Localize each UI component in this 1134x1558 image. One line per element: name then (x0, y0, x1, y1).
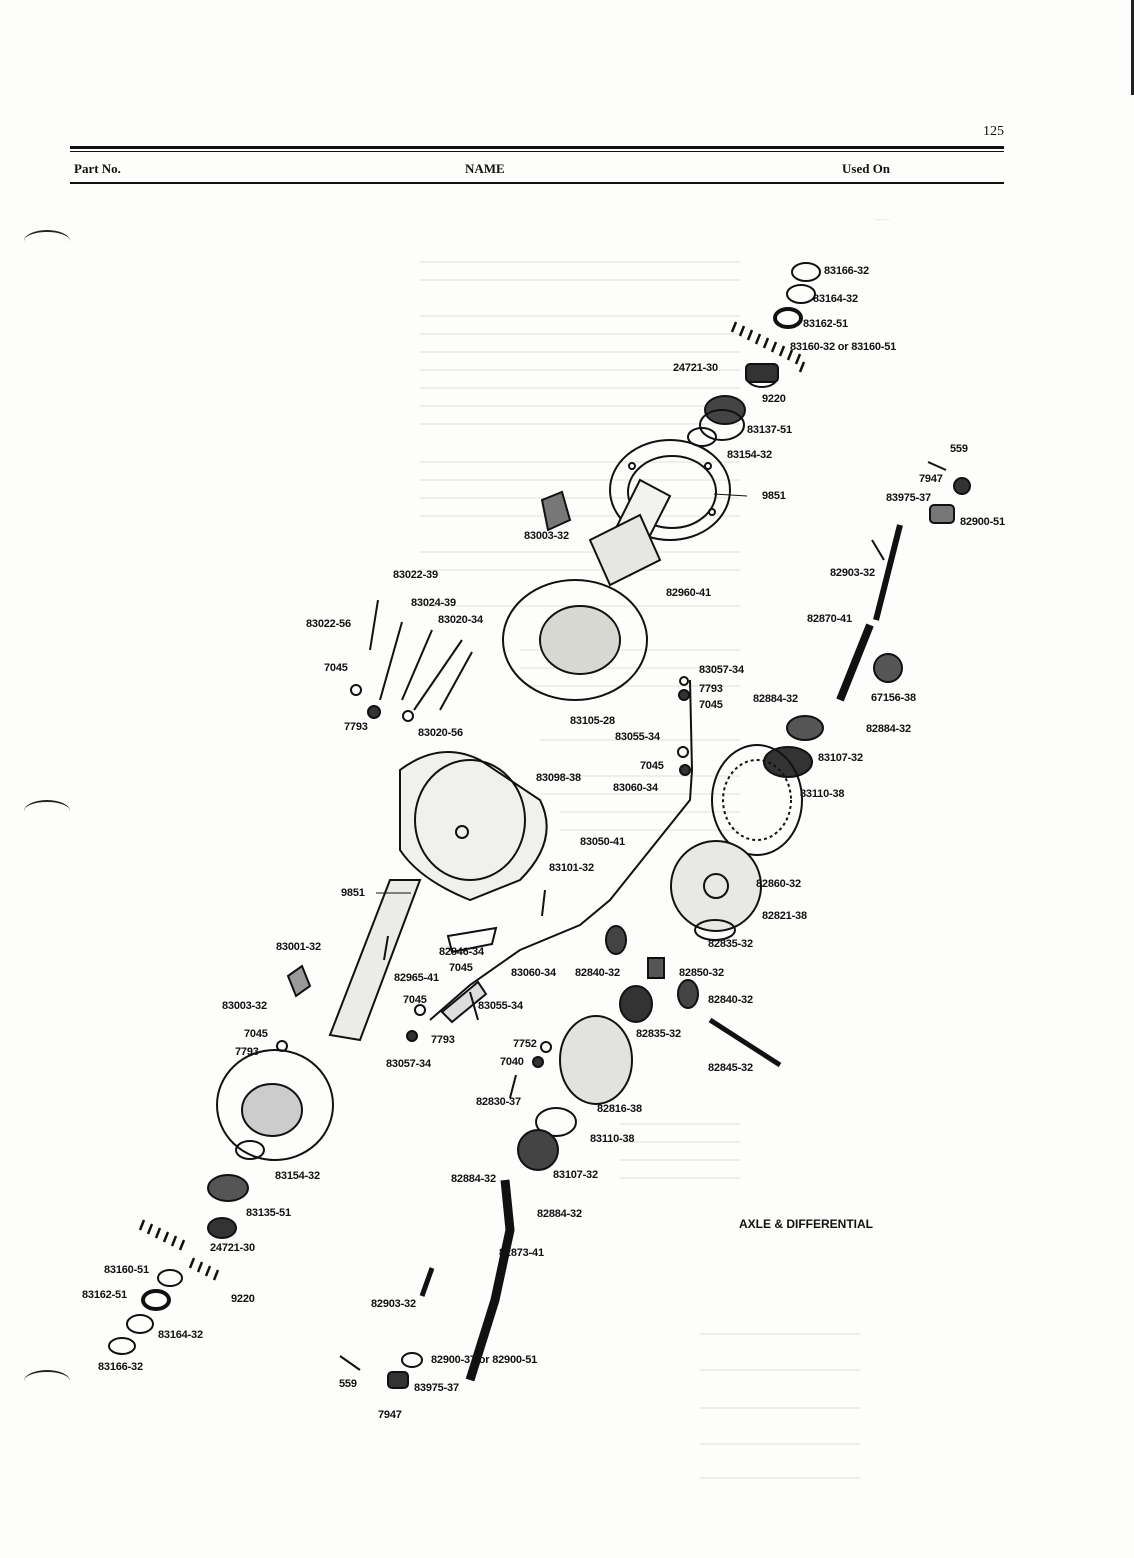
callout-label: 83135-51 (246, 1207, 291, 1219)
binder-hole-middle (24, 800, 70, 822)
callout-label: 7040 (500, 1056, 524, 1068)
callout-label: 7947 (378, 1409, 402, 1421)
callout-label: 83057-34 (386, 1058, 431, 1070)
diagram-caption: AXLE & DIFFERENTIAL (739, 1217, 873, 1231)
callout-label: 7947 (919, 473, 943, 485)
callout-label: 83022-56 (306, 618, 351, 630)
callout-label: 83003-32 (222, 1000, 267, 1012)
callout-label: 83024-39 (411, 597, 456, 609)
callout-label: 83020-56 (418, 727, 463, 739)
callout-label: 83022-39 (393, 569, 438, 581)
callout-label: 82900-37 or 82900-51 (431, 1354, 538, 1366)
callout-label: 7045 (403, 994, 427, 1006)
callout-label: 83098-38 (536, 772, 581, 784)
callout-label: 82835-32 (636, 1028, 681, 1040)
callout-label: 83105-28 (570, 715, 615, 727)
callout-label: 82884-32 (451, 1173, 496, 1185)
binder-hole-top (24, 230, 70, 252)
callout-label: 83162-51 (803, 318, 848, 330)
callout-label: 7045 (324, 662, 348, 674)
callout-label: 83166-32 (98, 1361, 143, 1373)
callout-label: 7752 (513, 1038, 537, 1050)
callout-label: 82845-32 (708, 1062, 753, 1074)
callout-label: 7045 (244, 1028, 268, 1040)
callout-label: 82870-41 (807, 613, 852, 625)
callout-label: 7793 (344, 721, 368, 733)
callout-label: 82821-38 (762, 910, 807, 922)
callout-label: 83020-34 (438, 614, 483, 626)
callout-label: 82960-41 (666, 587, 711, 599)
callout-label: 82884-32 (753, 693, 798, 705)
callout-label: 7793 (699, 683, 723, 695)
callout-label: 83137-51 (747, 424, 792, 436)
callout-label: 83110-38 (590, 1133, 635, 1145)
callout-label: 83164-32 (813, 293, 858, 305)
callout-label: 83060-34 (613, 782, 658, 794)
callout-label: 7045 (699, 699, 723, 711)
header-rule-thin (70, 151, 1004, 152)
column-header-used-on: Used On (842, 161, 891, 176)
callout-label: 83160-51 (104, 1264, 149, 1276)
callout-label: 83003-32 (524, 530, 569, 542)
callout-label: 82830-37 (476, 1096, 521, 1108)
callout-label: 83160-32 or 83160-51 (790, 341, 897, 353)
callout-label: 82850-32 (679, 967, 724, 979)
callout-label: 82840-32 (575, 967, 620, 979)
callout-label: 83975-37 (414, 1382, 459, 1394)
callout-label: 83164-32 (158, 1329, 203, 1341)
binder-hole-bottom (24, 1370, 70, 1392)
header-rule-bottom (70, 182, 1004, 184)
callout-label: 24721-30 (673, 362, 718, 374)
callout-label: 67156-38 (871, 692, 916, 704)
callout-label: 82965-41 (394, 972, 439, 984)
callout-label: 83107-32 (818, 752, 863, 764)
callout-label: 82903-32 (830, 567, 875, 579)
page-edge-mark (1131, 0, 1134, 95)
callout-label: 83060-34 (511, 967, 556, 979)
callout-label: 7793 (235, 1046, 259, 1058)
callout-label: 82884-32 (537, 1208, 582, 1220)
callout-label: 83166-32 (824, 265, 869, 277)
callout-label: 82840-32 (708, 994, 753, 1006)
callout-label: 559 (339, 1378, 357, 1390)
callout-label: 82816-38 (597, 1103, 642, 1115)
page-number: 125 (983, 124, 1004, 139)
ghost-text-top: — (875, 212, 889, 227)
callout-label: 83154-32 (275, 1170, 320, 1182)
upper-axle-parts (108, 262, 971, 1389)
header-rule-top (70, 146, 1004, 149)
callout-label: 9851 (341, 887, 365, 899)
callout-label: 83110-38 (800, 788, 845, 800)
callout-label: 82873-41 (499, 1247, 544, 1259)
callout-label: 82835-32 (708, 938, 753, 950)
callout-label: 83001-32 (276, 941, 321, 953)
callout-label: 83055-34 (478, 1000, 523, 1012)
callout-label: 83050-41 (580, 836, 625, 848)
callout-label: 9851 (762, 490, 786, 502)
callout-label: 82900-51 (960, 516, 1005, 528)
callout-label: 82903-32 (371, 1298, 416, 1310)
column-header-name: NAME (465, 161, 505, 176)
callout-label: 83162-51 (82, 1289, 127, 1301)
callout-label: 83055-34 (615, 731, 660, 743)
callout-label: 83101-32 (549, 862, 594, 874)
callout-label: 83057-34 (699, 664, 744, 676)
callout-label: 9220 (231, 1293, 255, 1305)
callout-label: 7793 (431, 1034, 455, 1046)
callout-label: 83975-37 (886, 492, 931, 504)
callout-label: 82846-34 (439, 946, 484, 958)
column-header-part-no: Part No. (74, 161, 121, 176)
callout-label: 82860-32 (756, 878, 801, 890)
callout-label: 83154-32 (727, 449, 772, 461)
callout-label: 82884-32 (866, 723, 911, 735)
callout-label: 24721-30 (210, 1242, 255, 1254)
callout-label: 7045 (640, 760, 664, 772)
callout-label: 9220 (762, 393, 786, 405)
callout-label: 559 (950, 443, 968, 455)
callout-label: 83107-32 (553, 1169, 598, 1181)
callout-label: 7045 (449, 962, 473, 974)
